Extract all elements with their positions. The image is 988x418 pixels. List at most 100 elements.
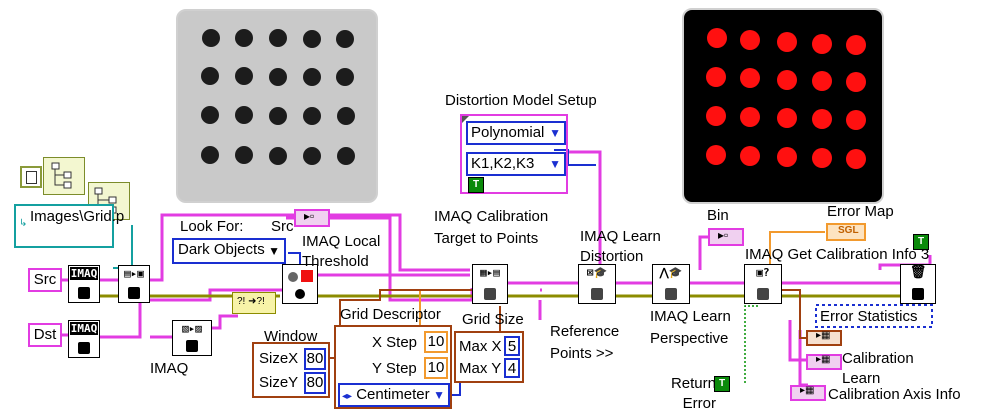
create-icon-2 (78, 342, 90, 354)
max-y-value[interactable]: 4 (504, 358, 520, 378)
source-grid-image (176, 9, 378, 203)
max-x-value[interactable]: 5 (504, 336, 520, 356)
true-constant-2[interactable]: T (913, 234, 929, 250)
imaq-get-calibration-info-label: IMAQ Get Calibration Info 3 (745, 246, 930, 263)
trash-icon: 🗑 (902, 266, 934, 279)
refnum-icon: ▸▫ (304, 209, 315, 223)
src-short-label: Src (271, 218, 294, 235)
refnum-icon-2: ▸▫ (718, 228, 729, 242)
size-y-value[interactable]: 80 (304, 372, 326, 394)
imaq-local-threshold-node[interactable] (282, 264, 318, 304)
imaq-read-file-node[interactable]: ▤▸▣ (118, 265, 150, 303)
learn-distortion-icon: ⊠🎓 (580, 266, 614, 279)
select-node[interactable]: ?! ➜?! (232, 292, 276, 314)
src-label: Src (33, 271, 57, 288)
unit-text: Centimeter (356, 386, 430, 403)
error-map-label: Error Map (827, 203, 894, 220)
imaq-calibration-target-label: IMAQ Calibration Target to Points (434, 208, 549, 247)
error-map-sgl-indicator[interactable]: SGL (826, 223, 866, 241)
learn-perspective-icon: ⋀🎓 (654, 266, 688, 279)
copy-bottom-icon (186, 340, 198, 352)
return-error-boolean[interactable]: T (714, 376, 730, 392)
unit-arrows-icon: ◂▸ (342, 391, 353, 402)
x-step-label: X Step (372, 334, 418, 351)
cluster-icon: ▸▦ (816, 330, 831, 341)
list-folder-icon[interactable] (43, 157, 85, 195)
imaq-learn-distortion-node[interactable]: ⊠🎓 (578, 264, 616, 304)
error-statistics-indicator[interactable]: ▸▦ (806, 330, 842, 346)
threshold-icon (288, 270, 313, 299)
dropdown-arrow-icon-3: ▼ (268, 244, 280, 258)
get-info-icon: ▣? (746, 266, 780, 279)
imaq-create-dst-node[interactable]: IMAQ (68, 320, 100, 358)
distortion-model-cluster (460, 114, 568, 194)
look-for-label: Look For: (180, 218, 244, 235)
unit-enum[interactable]: ◂▸ Centimeter ▼ (338, 383, 450, 407)
x-step-value[interactable]: 10 (424, 331, 448, 353)
polynomial-enum[interactable]: Polynomial ▼ (466, 121, 566, 145)
select-icon: ?! ➜?! (237, 296, 265, 307)
imaq-learn-perspective-label: IMAQ Learn Perspective (650, 308, 731, 347)
read-file-icon: ▤▸▣ (120, 267, 148, 280)
imaq-copy-label: IMAQ (150, 360, 189, 377)
cluster-corner-icon (462, 116, 469, 123)
dropdown-arrow-icon-4: ▼ (433, 388, 445, 402)
images-path-text: Images\Grid.p (30, 208, 125, 225)
get-info-bottom-icon (757, 288, 769, 300)
grid-descriptor-label: Grid Descriptor (340, 306, 441, 323)
dst-image-constant[interactable]: Dst (28, 323, 62, 347)
learn-distortion-bottom-icon (591, 288, 603, 300)
calibration-axis-info-label: Calibration Axis Info (828, 386, 961, 403)
dark-objects-text: Dark Objects (178, 241, 265, 258)
true-constant-1[interactable]: T (468, 177, 484, 193)
imaq-learn-perspective-node[interactable]: ⋀🎓 (652, 264, 690, 304)
calibration-learn-indicator[interactable]: ▸▦ (806, 354, 842, 370)
images-path-constant[interactable]: ↳ Images\Grid.p (14, 204, 125, 248)
calib-target-icon: ▦▸▤ (474, 266, 506, 279)
red-dots (706, 28, 866, 169)
imaq-dispose-node[interactable]: 🗑 (900, 264, 936, 304)
grid-size-label: Grid Size (462, 311, 524, 328)
imaq-text: IMAQ (70, 267, 98, 280)
polynomial-text: Polynomial (471, 124, 545, 141)
dark-objects-enum[interactable]: Dark Objects ▼ (172, 238, 286, 264)
bin-label: Bin (707, 207, 729, 224)
imaq-text-2: IMAQ (70, 322, 98, 335)
grid-dots (201, 29, 355, 165)
cluster-icon-2: ▸▦ (816, 354, 831, 365)
bin-refnum-indicator[interactable]: ▸▫ (708, 228, 744, 246)
src-image-constant[interactable]: Src (28, 268, 62, 292)
hierarchy-icon (51, 162, 72, 189)
imaq-get-calibration-info-node[interactable]: ▣? (744, 264, 782, 304)
imaq-create-src-node[interactable]: IMAQ (68, 265, 100, 303)
y-step-value[interactable]: 10 (424, 357, 448, 379)
create-icon (78, 287, 90, 299)
distortion-model-setup-label: Distortion Model Setup (445, 92, 597, 109)
window-label: Window (264, 328, 318, 345)
size-y-label: SizeY (259, 374, 299, 391)
return-error-label: Return Error (670, 375, 716, 412)
dropdown-arrow-icon-2: ▼ (549, 157, 561, 171)
error-statistics-label: Error Statistics (820, 308, 918, 325)
sgl-text: SGL (838, 225, 859, 236)
path-icon: ↳ (19, 218, 28, 229)
src-refnum-constant[interactable]: ▸▫ (294, 209, 330, 227)
dst-label: Dst (33, 326, 57, 343)
size-x-value[interactable]: 80 (304, 348, 326, 370)
y-step-label: Y Step (372, 360, 417, 377)
dropdown-arrow-icon: ▼ (549, 126, 561, 140)
calibration-axis-info-indicator[interactable]: ▸▦ (790, 385, 826, 401)
size-x-label: SizeX (259, 350, 299, 367)
max-y-label: Max Y (459, 360, 502, 377)
learn-perspective-bottom-icon (665, 288, 677, 300)
k-coefficients-text: K1,K2,K3 (471, 155, 535, 172)
k-coefficients-enum[interactable]: K1,K2,K3 ▼ (466, 152, 566, 176)
reference-points-label: Reference Points >> (550, 323, 620, 362)
imaq-copy-node[interactable]: ▧▸▨ (172, 320, 212, 356)
imaq-calibration-target-node[interactable]: ▦▸▤ (472, 264, 508, 304)
max-x-label: Max X (459, 338, 502, 355)
imaq-local-threshold-label: IMAQ Local Threshold (302, 233, 381, 270)
cluster-icon-3: ▸▦ (800, 385, 815, 396)
copy-icon: ▧▸▨ (174, 322, 210, 335)
file-dialog-icon[interactable] (20, 166, 42, 188)
